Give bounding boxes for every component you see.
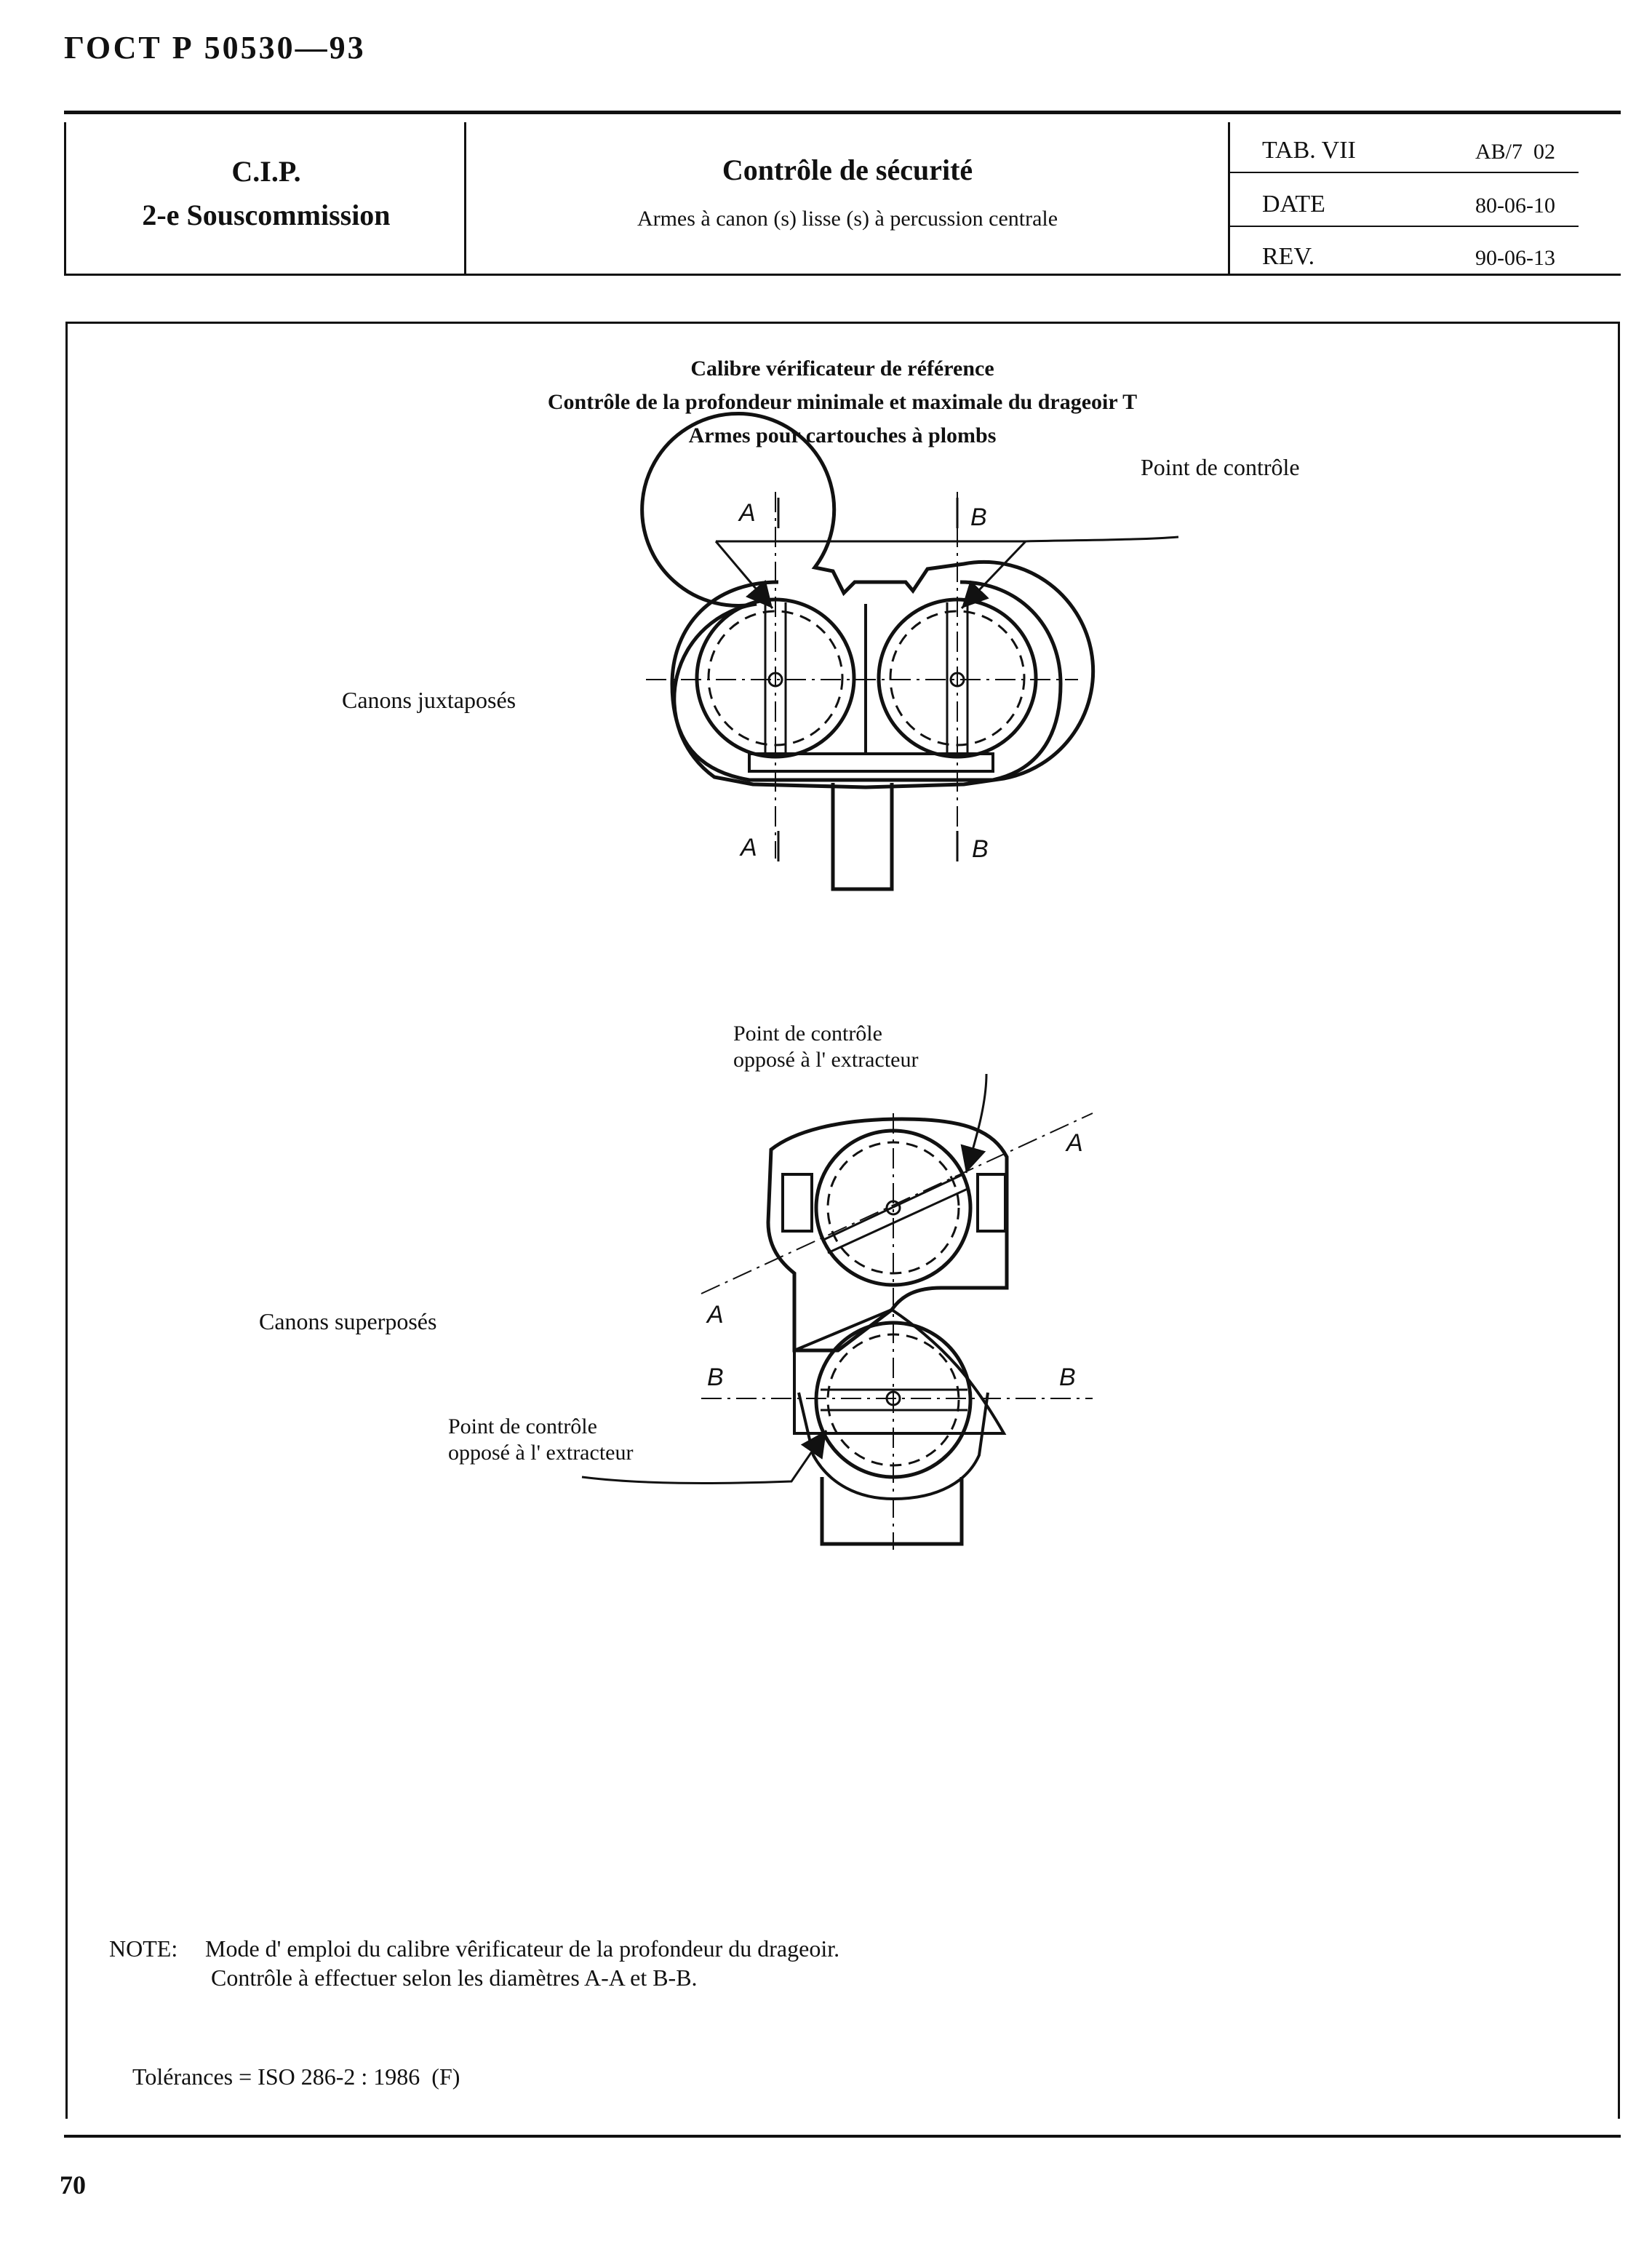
meta-value-date: 80-06-10: [1475, 194, 1555, 218]
meta-label-date: DATE: [1262, 191, 1325, 218]
note-line-1: Mode d' emploi du calibre vêrificateur d…: [205, 1935, 840, 1962]
fig2-callout-bottom-line1: Point de contrôle: [448, 1414, 597, 1438]
document-number: ГОСТ Р 50530—93: [64, 30, 366, 65]
header-org: C.I.P.: [231, 155, 301, 188]
meta-value-tab: AB/7 02: [1475, 140, 1556, 164]
header-divider-1: [464, 122, 466, 275]
heading-line-1: Calibre vérificateur de référence: [690, 357, 994, 381]
page-bottom-rule: [64, 2135, 1621, 2138]
meta-label-rev: REV.: [1262, 243, 1315, 270]
fig2-drawing: [581, 1073, 1093, 1550]
heading-line-2: Contrôle de la profondeur minimale et ma…: [547, 390, 1138, 414]
fig2-callout-top-line2: opposé à l' extracteur: [733, 1048, 919, 1072]
fig2-label-b-left: B: [707, 1364, 724, 1391]
fig1-label-b-top: B: [970, 503, 987, 531]
meta-label-tab: TAB. VII: [1262, 137, 1356, 164]
fig2-caption: Canons superposés: [259, 1308, 437, 1334]
header-bottom-rule: [64, 274, 1621, 276]
header-title: Contrôle de sécurité: [722, 154, 973, 186]
content-frame-right: [1618, 322, 1620, 2119]
header-top-rule: [64, 111, 1621, 114]
fig1-label-a-bottom: A: [739, 834, 757, 861]
heading-line-3: Armes pour cartouches à plombs: [688, 423, 997, 447]
fig2-label-b-right: B: [1059, 1364, 1076, 1391]
meta-rule-1: [1229, 172, 1579, 173]
fig2-callout-top-line1: Point de contrôle: [733, 1022, 882, 1046]
header-divider-2: [1228, 122, 1230, 275]
note-prefix: NOTE:: [109, 1935, 178, 1962]
fig2-label-a-right: A: [1065, 1129, 1083, 1157]
header-subtitle: Armes à canon (s) lisse (s) à percussion…: [637, 207, 1058, 231]
page-number: 70: [60, 2170, 86, 2200]
content-frame-left: [65, 322, 68, 2119]
fig2-label-a-left: A: [706, 1301, 724, 1329]
content-frame-top: [65, 322, 1619, 324]
fig1-drawing: [640, 411, 1179, 891]
fig1-label-a-top: A: [738, 499, 756, 527]
fig1-callout-label: Point de contrôle: [1141, 454, 1300, 480]
tolerances: Tolérances = ISO 286-2 : 1986 (F): [132, 2063, 460, 2090]
note-line-2: Contrôle à effectuer selon les diamètres…: [211, 1965, 698, 1991]
meta-rule-2: [1229, 226, 1579, 227]
fig1-label-b-bottom: B: [972, 835, 989, 863]
fig1-caption: Canons juxtaposés: [342, 687, 516, 713]
header-subcommission: 2-e Souscommission: [142, 199, 391, 231]
fig2-callout-bottom-line2: opposé à l' extracteur: [448, 1441, 634, 1465]
meta-value-rev: 90-06-13: [1475, 246, 1555, 270]
header-left-border: [64, 122, 66, 275]
